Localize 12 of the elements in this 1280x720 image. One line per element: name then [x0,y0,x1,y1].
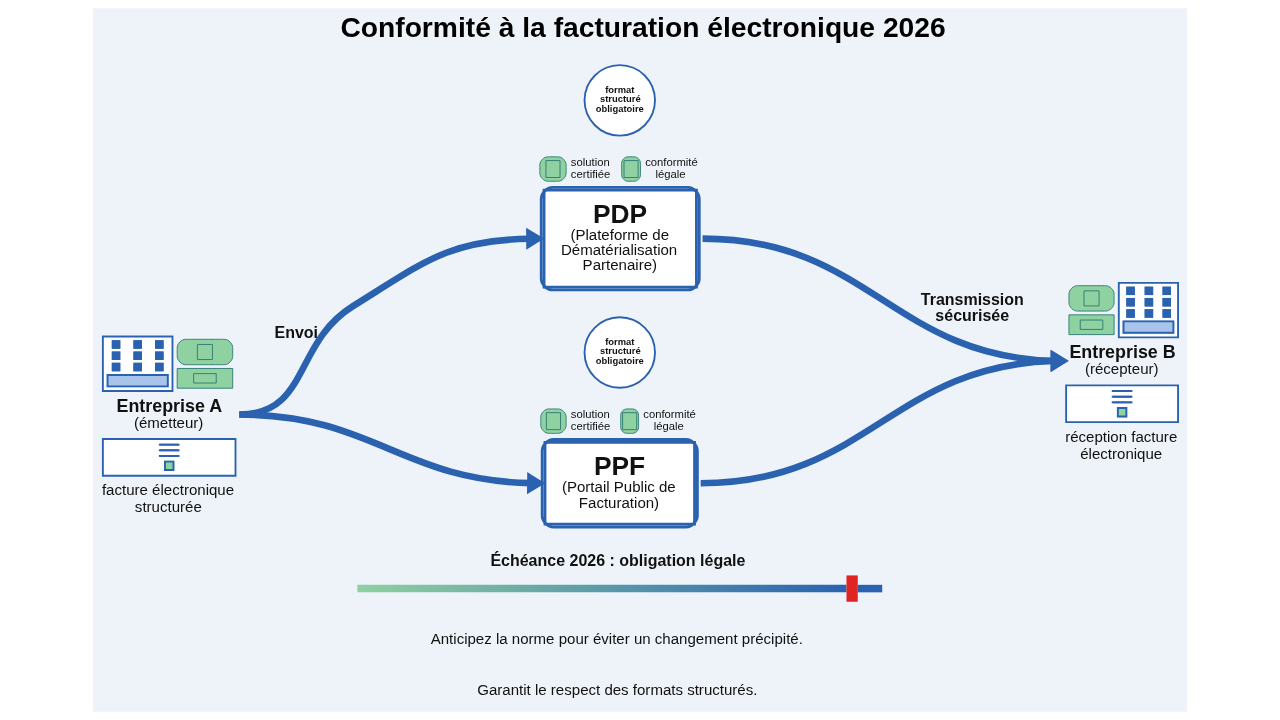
node-label: solution certifiée [570,407,611,433]
edge-label: Transmission sécurisée [920,291,1024,325]
node-label: conformité légale [643,407,696,433]
diagram-title: Conformité à la facturation électronique 2026 [340,11,946,44]
label: Échéance 2026 : obligation légale [490,551,746,569]
edge-label: Envoi [274,323,319,341]
node-label: facture électronique structurée [101,481,235,516]
node-label: solution certifiée [570,155,611,181]
label: Garantit le respect des formats structurés. [477,680,758,698]
node-label: conformité légale [645,155,698,181]
node-label: réception facture électronique [1065,427,1178,462]
label: Anticipez la norme pour éviter un changement précipité. [430,629,803,647]
